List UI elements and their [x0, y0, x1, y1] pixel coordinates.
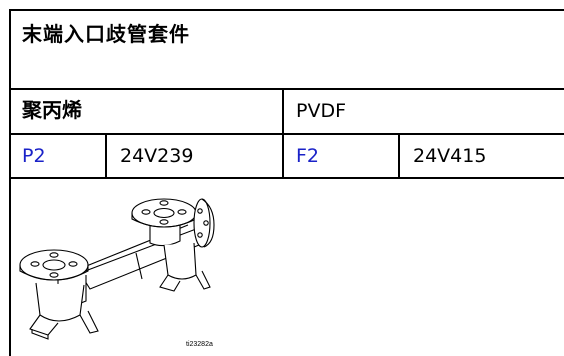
kit-title: 末端入口歧管套件	[22, 22, 190, 46]
material-header-polypropylene: 聚丙烯	[22, 98, 82, 122]
title-bottom-rule	[10, 88, 564, 90]
header-bottom-rule	[10, 133, 564, 135]
table-top-rule	[10, 9, 564, 11]
table-left-rule	[9, 9, 11, 356]
code-divider-left-rule	[105, 133, 107, 179]
material-header-pvdf: PVDF	[296, 100, 347, 122]
part-code-f2-link[interactable]: F2	[296, 145, 320, 167]
part-code-p2-link[interactable]: P2	[22, 145, 46, 167]
part-row-bottom-rule	[10, 177, 564, 179]
figure-reference-label: ti23282a	[186, 341, 213, 348]
part-number-polypropylene: 24V239	[120, 145, 194, 167]
code-divider-right-rule	[398, 133, 400, 179]
material-divider-rule	[282, 88, 284, 179]
part-number-pvdf: 24V415	[413, 145, 487, 167]
manifold-kit-drawing-icon	[19, 198, 215, 340]
